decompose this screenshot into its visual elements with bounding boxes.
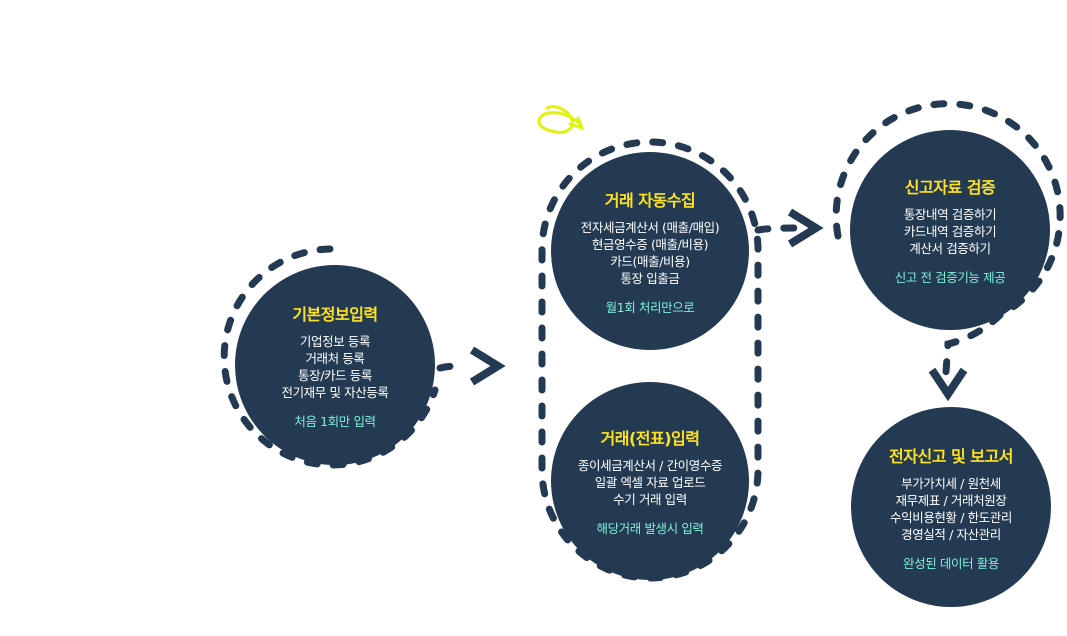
node-basic-info: 기본정보입력 기업정보 등록 거래처 등록 통장/카드 등록 전기재무 및 자산… bbox=[235, 265, 435, 465]
node-title: 기본정보입력 bbox=[292, 304, 378, 324]
node-note: 처음 1회만 입력 bbox=[294, 413, 376, 429]
highlight-arrow-icon bbox=[537, 105, 582, 134]
node-report: 전자신고 및 보고서 부가가치세 / 원천세 재무제표 / 거래처원장 수익비용… bbox=[851, 407, 1051, 607]
node-line: 재무제표 / 거래처원장 bbox=[895, 492, 1007, 508]
chevron-right-icon bbox=[787, 208, 824, 248]
node-auto-collect: 거래 자동수집 전자세금계산서 (매출/매입) 현금영수증 (매출/비용) 카드… bbox=[551, 152, 749, 350]
node-line: 카드(매출/비용) bbox=[610, 253, 690, 269]
node-line: 전자세금계산서 (매출/매입) bbox=[580, 219, 720, 235]
node-line: 수익비용현황 / 한도관리 bbox=[890, 509, 1012, 525]
node-line: 카드내역 검증하기 bbox=[903, 224, 997, 239]
node-line: 계산서 검증하기 bbox=[909, 241, 991, 256]
node-manual-entry: 거래(전표)입력 종이세금계산서 / 간이영수증 일괄 엑셀 자료 업로드 수기… bbox=[551, 382, 749, 580]
node-line: 경영실적 / 자산관리 bbox=[901, 526, 1001, 542]
node-line: 기업정보 등록 bbox=[299, 333, 371, 349]
node-line: 통장/카드 등록 bbox=[298, 367, 372, 383]
node-line: 통장내역 검증하기 bbox=[903, 207, 997, 222]
dashed-link-to-verify bbox=[754, 224, 804, 234]
node-verify: 신고자료 검증 통장내역 검증하기 카드내역 검증하기 계산서 검증하기 신고 … bbox=[850, 130, 1050, 330]
node-line: 일괄 엑셀 자료 업로드 bbox=[594, 475, 706, 490]
node-note: 해당거래 발생시 입력 bbox=[596, 521, 704, 536]
node-title: 신고자료 검증 bbox=[904, 178, 996, 197]
node-title: 거래 자동수집 bbox=[604, 190, 696, 210]
node-line: 수기 거래 입력 bbox=[613, 492, 687, 507]
chevron-right-icon bbox=[469, 346, 506, 386]
node-note: 월1회 처리만으로 bbox=[605, 299, 695, 315]
chevron-down-icon bbox=[928, 367, 968, 402]
node-line: 종이세금계산서 / 간이영수증 bbox=[577, 458, 723, 473]
node-line: 전기재무 및 자산등록 bbox=[281, 384, 389, 400]
node-line: 현금영수증 (매출/비용) bbox=[591, 236, 709, 252]
node-title: 전자신고 및 보고서 bbox=[889, 446, 1013, 466]
node-title: 거래(전표)입력 bbox=[600, 429, 700, 448]
node-line: 거래처 등록 bbox=[305, 350, 365, 366]
node-note: 신고 전 검증기능 제공 bbox=[894, 270, 1006, 285]
node-line: 통장 입출금 bbox=[620, 270, 680, 286]
node-line: 부가가치세 / 원천세 bbox=[901, 475, 1001, 491]
node-note: 완성된 데이터 활용 bbox=[903, 555, 999, 571]
